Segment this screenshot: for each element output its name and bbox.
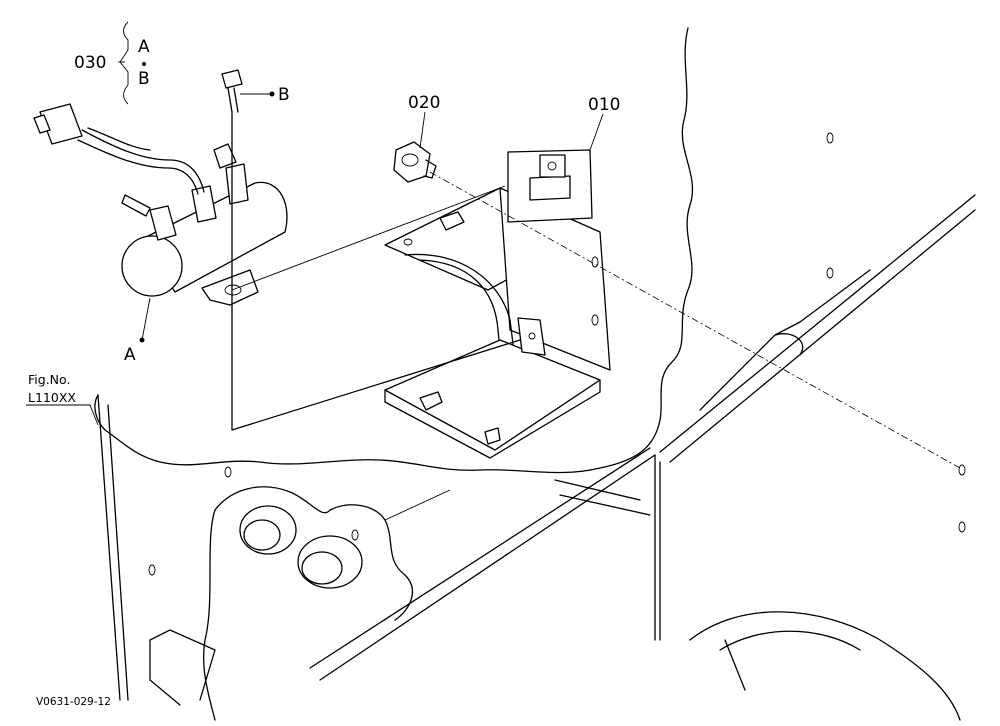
callout-variant-a: A <box>138 37 150 57</box>
callout-pump-a: A <box>124 345 136 365</box>
fuel-pump-assembly <box>33 69 288 306</box>
callout-010: 010 <box>588 95 620 115</box>
callout-labels: 030 A B B 020 010 A Fig.No. L110XX V0631… <box>28 37 620 708</box>
callout-bolt-b: B <box>278 85 290 105</box>
center-lines <box>231 111 961 521</box>
callout-variant-b: B <box>138 69 150 89</box>
bracket-010 <box>384 149 611 459</box>
leader-lines <box>26 21 604 426</box>
drawing-code: V0631-029-12 <box>36 696 111 708</box>
callout-030: 030 <box>74 53 106 73</box>
bolt-020 <box>393 141 437 183</box>
callout-020: 020 <box>408 93 440 113</box>
separator-dot <box>142 62 146 66</box>
figure-ref-number: L110XX <box>28 390 76 405</box>
frame-outline <box>94 27 976 721</box>
lift-arm-casting <box>149 486 414 721</box>
figure-ref-label: Fig.No. <box>28 372 70 387</box>
